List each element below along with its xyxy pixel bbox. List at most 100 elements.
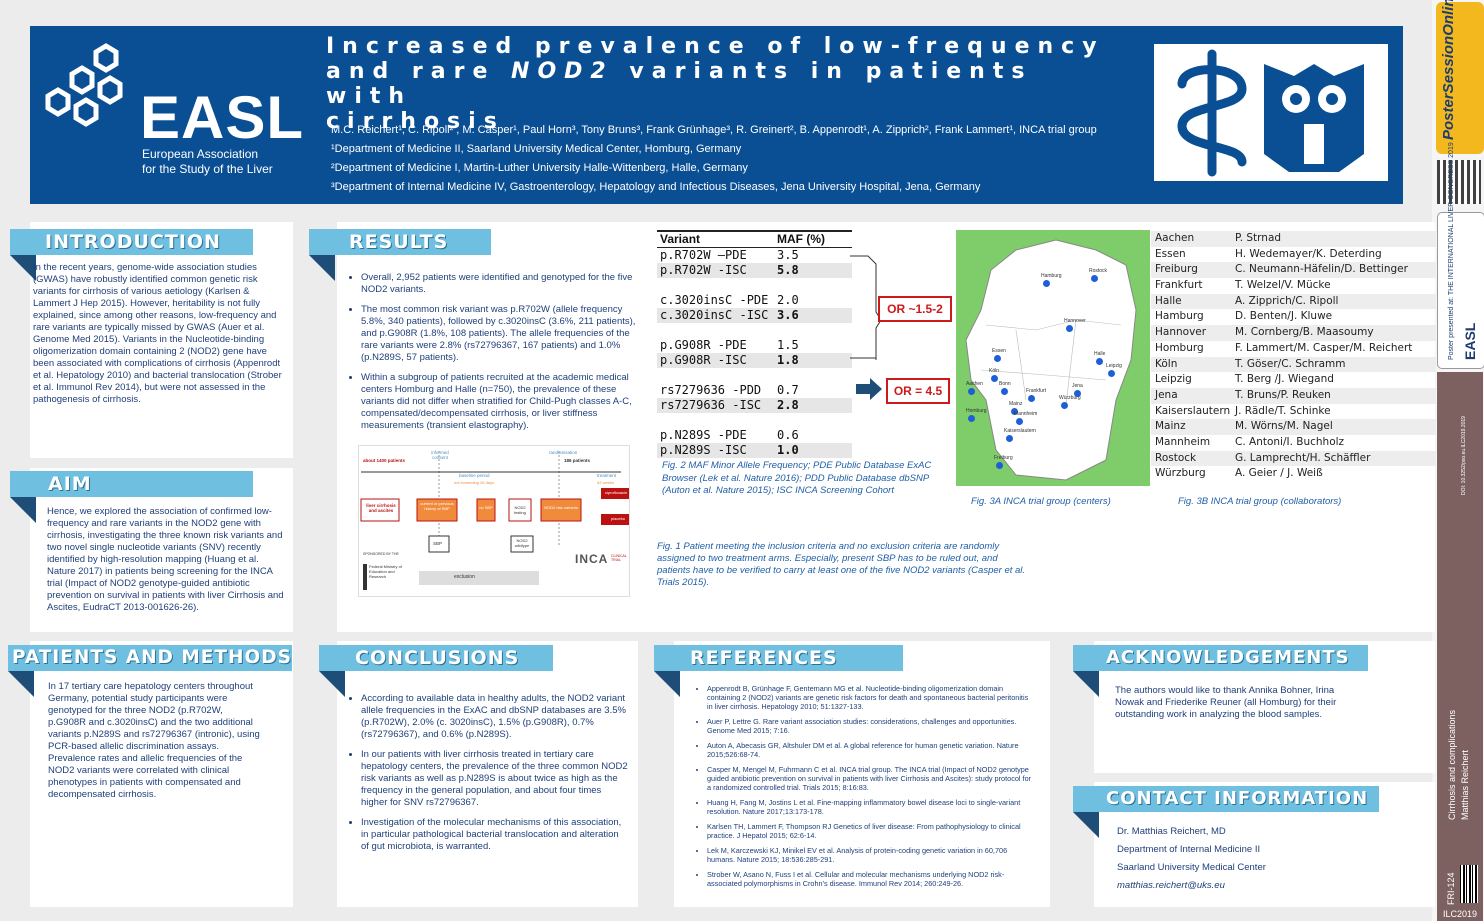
collaborator-city: Frankfurt xyxy=(1155,279,1203,292)
introduction-text: In the recent years, genome-wide associa… xyxy=(33,262,282,405)
city-marker xyxy=(968,388,975,395)
variant-row: c.3020insC -PDE 2.0 xyxy=(657,293,852,308)
variant-row: rs7279636 -PDD 0.7 xyxy=(657,383,852,398)
author-block: M.C. Reichert¹, C. Ripoll² , M. Casper¹,… xyxy=(331,121,1097,197)
contact-title: CONTACT INFORMATION xyxy=(1073,786,1379,812)
variant-maf: 1.8 xyxy=(777,353,799,367)
collaborator-city: Freiburg xyxy=(1155,263,1198,276)
collaborator-names: C. Neumann-Häfelin/D. Bettinger xyxy=(1235,263,1408,276)
easl-congress-card xyxy=(1437,212,1484,369)
references-list: Appenrodt B, Grünhage F, Gentemann MG et… xyxy=(695,684,1035,894)
title-line-2-pre: and rare xyxy=(326,59,512,84)
city-marker xyxy=(1066,325,1073,332)
collaborator-names: M. Cornberg/B. Maasoumy xyxy=(1235,326,1374,339)
flow-clinical-trial: CLINICAL TRIAL xyxy=(611,554,627,562)
city-marker xyxy=(991,375,998,382)
variant-row xyxy=(657,323,852,338)
title-corner-icon xyxy=(10,255,36,281)
city-marker xyxy=(1108,370,1115,377)
title-corner-icon xyxy=(309,255,335,281)
poster-code: FRI-124 xyxy=(1446,872,1456,905)
flow-inca-logo: INCA xyxy=(575,552,609,566)
variant-maf: 2.0 xyxy=(777,293,799,307)
pso-label: PosterSessionOnline xyxy=(1440,0,1457,140)
conclusions-bullet-3: Investigation of the molecular mechanism… xyxy=(361,817,629,853)
methods-text: In 17 tertiary care hepatology centers t… xyxy=(48,681,260,800)
variant-name: rs7279636 -ISC xyxy=(660,398,762,412)
city-label: Freiburg xyxy=(994,455,1013,461)
fig2-caption: Fig. 2 MAF Minor Allele Frequency; PDE P… xyxy=(662,460,932,496)
title-corner-icon xyxy=(1073,671,1099,697)
affiliation-3: ³Department of Internal Medicine IV, Gas… xyxy=(331,181,981,193)
flow-informed: informed consent xyxy=(431,450,449,460)
city-label: Kaiserslautern xyxy=(1004,428,1036,434)
variant-maf: 3.6 xyxy=(777,308,799,322)
variant-maf: 1.0 xyxy=(777,443,799,457)
easl-hexagon-logo-icon xyxy=(45,43,123,127)
collaborator-names: C. Antoni/I. Buchholz xyxy=(1235,435,1345,448)
flow-wildtype: NOD2 wildtype xyxy=(514,538,530,548)
variant-name: p.N289S -ISC xyxy=(660,443,747,457)
variant-row xyxy=(657,413,852,428)
qr-code-icon[interactable] xyxy=(1437,160,1481,204)
logo-sub-line-1: European Association xyxy=(142,147,259,161)
acknowledgements-text: The authors would like to thank Annika B… xyxy=(1115,685,1337,720)
contact-email[interactable]: matthias.reichert@uks.eu xyxy=(1117,880,1225,891)
title-corner-icon xyxy=(654,671,680,697)
header-maf: MAF (%) xyxy=(777,232,825,246)
variant-row xyxy=(657,278,852,293)
easl-logo-wordmark: EASL xyxy=(140,84,305,151)
variant-maf: 0.7 xyxy=(777,383,799,397)
collaborator-city: Rostock xyxy=(1155,451,1197,464)
reference-item: Strober W, Asano N, Fuss I et al. Cellul… xyxy=(707,870,1035,888)
city-marker xyxy=(1001,388,1008,395)
fig3b-caption: Fig. 3B INCA trial group (collaborators) xyxy=(1178,496,1342,507)
reference-item: Huang H, Fang M, Jostins L et al. Fine-m… xyxy=(707,798,1035,816)
germany-outline-icon xyxy=(965,239,1137,481)
aim-title: AIM xyxy=(10,471,253,497)
variant-name: rs7279636 -PDD xyxy=(660,383,762,397)
variant-name: p.N289S -PDE xyxy=(660,428,747,442)
collaborator-names: M. Wörns/M. Nagel xyxy=(1235,420,1333,433)
flow-ministry: Federal Ministry of Education and Resear… xyxy=(369,564,402,579)
poster-session-online-badge[interactable] xyxy=(1436,2,1484,154)
collaborator-names: T. Bruns/P. Reuken xyxy=(1235,388,1331,401)
city-label: Mainz xyxy=(1009,401,1023,407)
introduction-panel xyxy=(30,222,293,458)
methods-panel xyxy=(30,641,293,907)
ilc-label: ILC2019 xyxy=(1437,907,1483,921)
city-marker xyxy=(1011,408,1018,415)
flow-not-exceeding: not exceeding 28 days xyxy=(454,480,495,485)
variant-name: c.3020insC -PDE xyxy=(660,293,769,307)
reference-item: Auer P, Lettre G. Rare variant associati… xyxy=(707,717,1035,735)
city-label: Mannheim xyxy=(1014,411,1038,417)
city-marker xyxy=(994,355,1001,362)
aim-text: Hence, we explored the association of co… xyxy=(47,506,284,613)
contact-name: Dr. Matthias Reichert, MD xyxy=(1117,826,1226,837)
congress-card-text: Poster presented at: THE INTERNATIONAL L… xyxy=(1448,142,1455,360)
collaborator-names: T. Welzel/V. Mücke xyxy=(1235,279,1331,292)
flow-nod2-risk: NOD2 risk-variants xyxy=(544,505,578,510)
topic-line-1: Cirrhosis and complications xyxy=(1447,709,1457,820)
title-line-2-post: variants in patients with xyxy=(326,59,1033,109)
variant-maf: 1.5 xyxy=(777,338,799,352)
city-marker xyxy=(1061,402,1068,409)
collaborator-city: Hannover xyxy=(1155,326,1207,339)
title-line-1: Increased prevalence of low-frequency xyxy=(326,34,1105,59)
variant-name: p.R702W –PDE xyxy=(660,248,747,262)
collaborator-city: Halle xyxy=(1155,294,1182,307)
right-arrow-icon xyxy=(856,378,882,400)
title-corner-icon xyxy=(319,671,345,697)
collaborator-names: P. Strnad xyxy=(1235,232,1282,244)
variant-maf: 0.6 xyxy=(777,428,799,442)
collaborator-row: Freiburg C. Neumann-Häfelin/D. Bettinger xyxy=(1151,262,1436,279)
variant-row xyxy=(657,368,852,383)
flow-sbp: SBP xyxy=(433,541,443,546)
conclusions-panel xyxy=(337,641,638,907)
title-line-2-gene: NOD2 xyxy=(511,59,614,84)
